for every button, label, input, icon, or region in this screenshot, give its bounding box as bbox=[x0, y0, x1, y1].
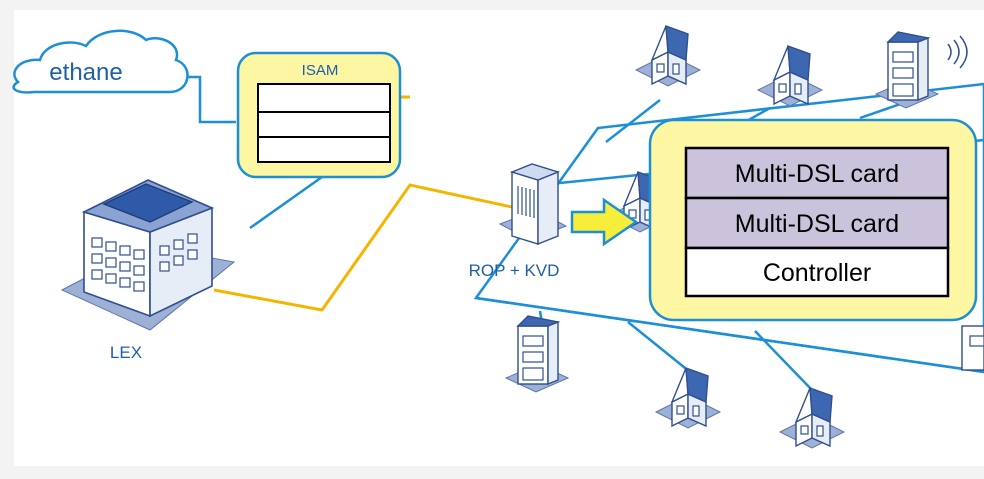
isam-slot-3 bbox=[257, 136, 391, 163]
zoom-arrow-icon bbox=[570, 197, 639, 247]
isam-label: ISAM bbox=[302, 62, 339, 79]
street-cabinet-icon bbox=[498, 163, 568, 246]
card-label-2: Multi-DSL card bbox=[735, 210, 899, 238]
card-label-1: Multi-DSL card bbox=[735, 160, 899, 188]
isam-slot-1 bbox=[257, 83, 391, 113]
townhouse-antenna-icon bbox=[875, 31, 968, 109]
house-icon-partial bbox=[961, 325, 984, 371]
card-label-3: Controller bbox=[763, 259, 871, 287]
lex-label: LEX bbox=[110, 343, 142, 362]
card-slot-3 bbox=[684, 246, 950, 298]
cloud: ethane bbox=[12, 29, 189, 94]
isam-callout: ISAM bbox=[236, 51, 402, 179]
cabinet-detail-callout: Multi-DSL card Multi-DSL card Controller bbox=[648, 118, 978, 322]
cloud-label: ethane bbox=[49, 59, 122, 86]
card-slot-2 bbox=[684, 196, 950, 250]
card-slot-1 bbox=[684, 146, 950, 200]
lex-building-icon bbox=[60, 179, 236, 331]
isam-slot-2 bbox=[257, 111, 391, 138]
cloud-icon bbox=[12, 29, 189, 94]
cabinet-label: ROP + KVD bbox=[469, 261, 560, 280]
